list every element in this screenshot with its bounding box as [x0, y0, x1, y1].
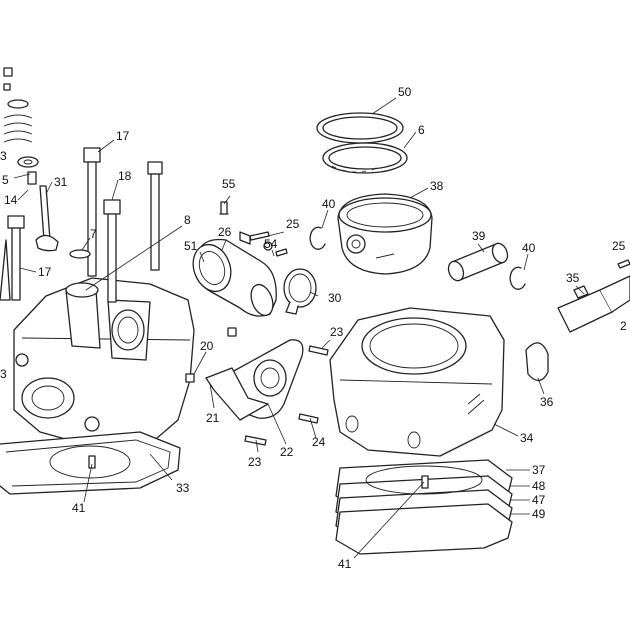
bolt-23-lower [244, 435, 267, 446]
callout-30: 30 [328, 291, 342, 305]
callout-17-lower: 17 [38, 265, 52, 279]
valve-seal-7 [69, 249, 91, 259]
dowel-20b [185, 373, 195, 383]
callout-51: 51 [184, 239, 198, 253]
callout-7: 7 [90, 227, 97, 241]
callout-17-upper: 17 [116, 129, 130, 143]
tensioner-gasket [525, 342, 549, 382]
callout-39: 39 [472, 229, 486, 243]
callout-25-upper: 25 [286, 217, 300, 231]
valve-left-stem [0, 239, 11, 301]
callout-26: 26 [218, 225, 232, 239]
callout-23-upper: 23 [330, 325, 344, 339]
bolt-24 [298, 413, 319, 424]
callout-34: 34 [520, 431, 534, 445]
callout-23-lower: 23 [248, 455, 262, 469]
callout-25-right: 25 [612, 239, 626, 253]
screw-25-lower [275, 248, 288, 257]
piston-ring-set [316, 112, 408, 174]
chain-tensioner [557, 275, 630, 333]
screw-55 [219, 201, 229, 215]
intake-manifold [192, 231, 277, 317]
callout-47: 47 [532, 493, 546, 507]
callout-41-left: 41 [72, 501, 86, 515]
callout-3-upper: 3 [0, 149, 7, 163]
callout-55: 55 [222, 177, 236, 191]
callout-20: 20 [200, 339, 214, 353]
head-bolt-upper [83, 147, 101, 277]
callout-41-right: 41 [338, 557, 352, 571]
dowel-pin-right [421, 475, 429, 489]
piston-pin [447, 242, 509, 282]
callout-50: 50 [398, 85, 412, 99]
circlip-right [509, 266, 526, 290]
screw-25-right [617, 259, 630, 269]
washer-54 [263, 241, 273, 251]
callout-40-left: 40 [322, 197, 336, 211]
callout-6: 6 [418, 123, 425, 137]
leader-lines [13, 97, 585, 559]
head-bolt-mid [103, 199, 121, 303]
bolt-23-upper [308, 345, 329, 356]
callout-14: 14 [4, 193, 18, 207]
callout-37: 37 [532, 463, 546, 477]
base-gasket-stack [335, 459, 513, 555]
callout-22: 22 [280, 445, 294, 459]
callout-2-right: 2 [620, 319, 627, 333]
water-cover [205, 339, 304, 421]
callout-3-lower: 3 [0, 367, 7, 381]
circlip-left [309, 226, 326, 250]
dowel-pin-left [88, 455, 96, 469]
cylinder-head [13, 277, 195, 449]
intake-valve [35, 185, 59, 252]
callout-48: 48 [532, 479, 546, 493]
head-bolt-long [147, 161, 163, 271]
callout-49: 49 [532, 507, 546, 521]
callout-21: 21 [206, 411, 220, 425]
callout-36: 36 [540, 395, 554, 409]
callout-5: 5 [2, 173, 9, 187]
callout-31: 31 [54, 175, 68, 189]
callout-33: 33 [176, 481, 190, 495]
hose-clamp [283, 268, 317, 315]
keeper-left [3, 67, 13, 91]
cylinder [329, 307, 505, 457]
piston [337, 193, 433, 275]
valve-spring [3, 99, 39, 185]
callout-8: 8 [184, 213, 191, 227]
callout-24: 24 [312, 435, 326, 449]
dowel-20 [227, 327, 237, 337]
callout-35: 35 [566, 271, 580, 285]
head-bolt-left [7, 215, 25, 301]
callout-18: 18 [118, 169, 132, 183]
callout-labels: 50 6 38 40 39 40 17 17 18 31 5 14 7 8 55… [0, 85, 627, 571]
callout-38: 38 [430, 179, 444, 193]
callout-54: 54 [264, 237, 278, 251]
callout-40-right: 40 [522, 241, 536, 255]
